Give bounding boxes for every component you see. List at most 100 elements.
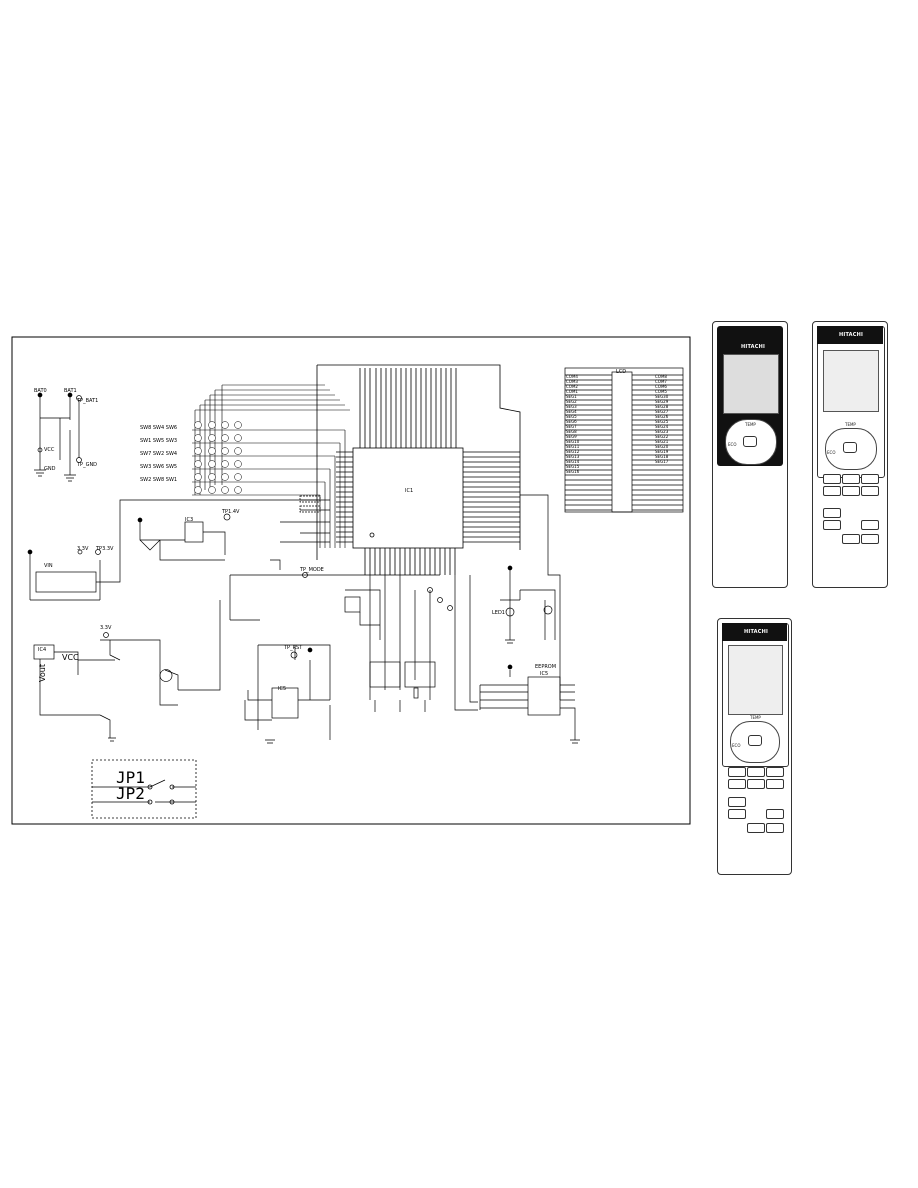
remote-2-on-button[interactable] bbox=[823, 520, 841, 530]
lcd-right-pin-label: SEG23 bbox=[655, 429, 669, 434]
remote-3-saving-button[interactable] bbox=[766, 779, 784, 789]
remote-1-temp: TEMP bbox=[745, 422, 756, 427]
remote-3-header bbox=[722, 623, 787, 641]
remote-2-cancel-button[interactable] bbox=[842, 534, 860, 544]
remote-1-eco: ECO bbox=[728, 442, 737, 447]
lcd-right-pin-label: SEG26 bbox=[655, 414, 669, 419]
remote-3-auto-button[interactable] bbox=[728, 779, 746, 789]
remote-2-brand: HITACHI bbox=[839, 332, 864, 338]
lcd-left-pin-label: SEG10 bbox=[566, 439, 580, 444]
remote-3-ok-button[interactable] bbox=[766, 809, 784, 819]
remote-3-sleep-button[interactable] bbox=[728, 797, 746, 807]
lcd-left-pin-label: SEG15 bbox=[566, 464, 580, 469]
lcd-right-pin-label: SEG21 bbox=[655, 439, 669, 444]
remote-2-saving-button[interactable] bbox=[861, 486, 879, 496]
sw-row-4: SW3 SW6 SW5 bbox=[140, 464, 178, 470]
lcd-right-pin-label: COM8 bbox=[655, 374, 667, 379]
ic1-label: IC1 bbox=[405, 488, 414, 494]
remote-2-power-button[interactable] bbox=[843, 442, 857, 453]
remote-2-lcd bbox=[823, 350, 879, 412]
remote-1-power-button[interactable] bbox=[743, 436, 757, 447]
ic3-label: IC3 bbox=[185, 517, 194, 523]
ic4-label: IC4 bbox=[38, 647, 47, 653]
remote-2-silent-button[interactable] bbox=[861, 474, 879, 484]
vout-label: Vout bbox=[37, 664, 47, 682]
remote-2-temp: TEMP bbox=[845, 422, 856, 427]
gnd-label: GND bbox=[44, 466, 56, 472]
crystal-section bbox=[369, 575, 436, 712]
lcd-left-pin-label: SEG16 bbox=[566, 469, 580, 474]
remote-2-pad[interactable] bbox=[825, 428, 877, 470]
remote-2-powerful-button[interactable] bbox=[823, 474, 841, 484]
sw-row-5: SW2 SW8 SW1 bbox=[140, 477, 178, 483]
remote-2-ok-button[interactable] bbox=[861, 520, 879, 530]
led-label: LED1 bbox=[492, 610, 505, 616]
lcd-right-pin-label: SEG17 bbox=[655, 459, 669, 464]
remote-3-power-button[interactable] bbox=[748, 735, 762, 746]
tp-gnd-label: TP_GND bbox=[77, 462, 98, 468]
power-section bbox=[27, 392, 320, 601]
bat1-label: BAT1 bbox=[64, 388, 77, 394]
jp2-label: JP2 bbox=[116, 784, 145, 803]
lcd-right-pin-label: COM6 bbox=[655, 384, 667, 389]
eeprom-section bbox=[454, 575, 580, 744]
vcc-label: VCC bbox=[44, 447, 55, 453]
lcd-left-pin-label: SEG3 bbox=[566, 404, 577, 409]
remote-3-send-button[interactable] bbox=[766, 823, 784, 833]
sw-row-2: SW1 SW5 SW3 bbox=[140, 438, 178, 444]
tp-bat1-label: TP_BAT1 bbox=[77, 398, 99, 404]
lcd-right-pin-label: SEG19 bbox=[655, 449, 669, 454]
remote-full-b: HITACHI TEMP ECO bbox=[717, 618, 792, 875]
remote-2-sleep-button[interactable] bbox=[823, 508, 841, 518]
remote-3-eco: ECO bbox=[732, 743, 741, 748]
remote-2-header bbox=[817, 326, 883, 344]
jumper-box bbox=[91, 759, 197, 819]
lcd-left-pin-label: SEG4 bbox=[566, 409, 577, 414]
remote-2-auto-button[interactable] bbox=[823, 486, 841, 496]
remote-3-brand: HITACHI bbox=[744, 629, 769, 635]
key-matrix bbox=[192, 384, 350, 548]
lcd-right-pin-label: SEG18 bbox=[655, 454, 669, 459]
remote-3-quiete-button[interactable] bbox=[747, 779, 765, 789]
vcc-amp-label: VCC bbox=[62, 653, 79, 662]
lcd-left-pin-label: COM2 bbox=[566, 384, 578, 389]
tp-mode-label: TP_MODE bbox=[300, 567, 324, 573]
remote-2-mode-button[interactable] bbox=[842, 474, 860, 484]
lcd-right-pin-label: SEG27 bbox=[655, 409, 669, 414]
remote-2-send-button[interactable] bbox=[861, 534, 879, 544]
ic5-section bbox=[244, 644, 331, 744]
eeprom-ref-label: IC5 bbox=[540, 671, 549, 677]
vin-label: VIN bbox=[44, 563, 53, 569]
remote-3-mode-button[interactable] bbox=[747, 767, 765, 777]
lcd-left-pin-label: COM4 bbox=[566, 374, 578, 379]
sw-row-3: SW7 SW2 SW4 bbox=[140, 451, 178, 457]
lcd-right-pin-label: SEG25 bbox=[655, 419, 669, 424]
ic4-section bbox=[33, 600, 221, 742]
remote-1-lcd bbox=[723, 354, 779, 414]
jp1-label: JP1 bbox=[116, 768, 145, 787]
lcd-right-pin-label: SEG30 bbox=[655, 394, 669, 399]
remote-3-pad[interactable] bbox=[730, 721, 780, 763]
lcd-left-pin-label: SEG1 bbox=[566, 394, 577, 399]
lcd-right-pin-label: SEG29 bbox=[655, 399, 669, 404]
ic5-label: IC5 bbox=[278, 686, 287, 692]
bat0-label: BAT0 bbox=[34, 388, 47, 394]
lcd-left-pin-label: COM3 bbox=[566, 379, 578, 384]
remote-3-silent-button[interactable] bbox=[766, 767, 784, 777]
v33-label: 3.3V bbox=[77, 546, 89, 552]
remote-1-pad[interactable] bbox=[725, 419, 777, 465]
lcd-left-pin-label: SEG2 bbox=[566, 399, 577, 404]
misc-section bbox=[229, 495, 440, 640]
remote-2-quiete-button[interactable] bbox=[842, 486, 860, 496]
v33-amp-label: 3.3V bbox=[100, 625, 112, 631]
eeprom-label: EEPROM bbox=[535, 664, 557, 670]
lcd-right-pin-label: COM7 bbox=[655, 379, 667, 384]
remote-3-on-button[interactable] bbox=[728, 809, 746, 819]
remote-3-powerful-button[interactable] bbox=[728, 767, 746, 777]
diode-grid bbox=[194, 421, 242, 494]
lcd-right-pin-label: SEG28 bbox=[655, 404, 669, 409]
remote-3-cancel-button[interactable] bbox=[747, 823, 765, 833]
lcd-left-pin-label: SEG5 bbox=[566, 414, 577, 419]
led-section bbox=[427, 565, 556, 644]
